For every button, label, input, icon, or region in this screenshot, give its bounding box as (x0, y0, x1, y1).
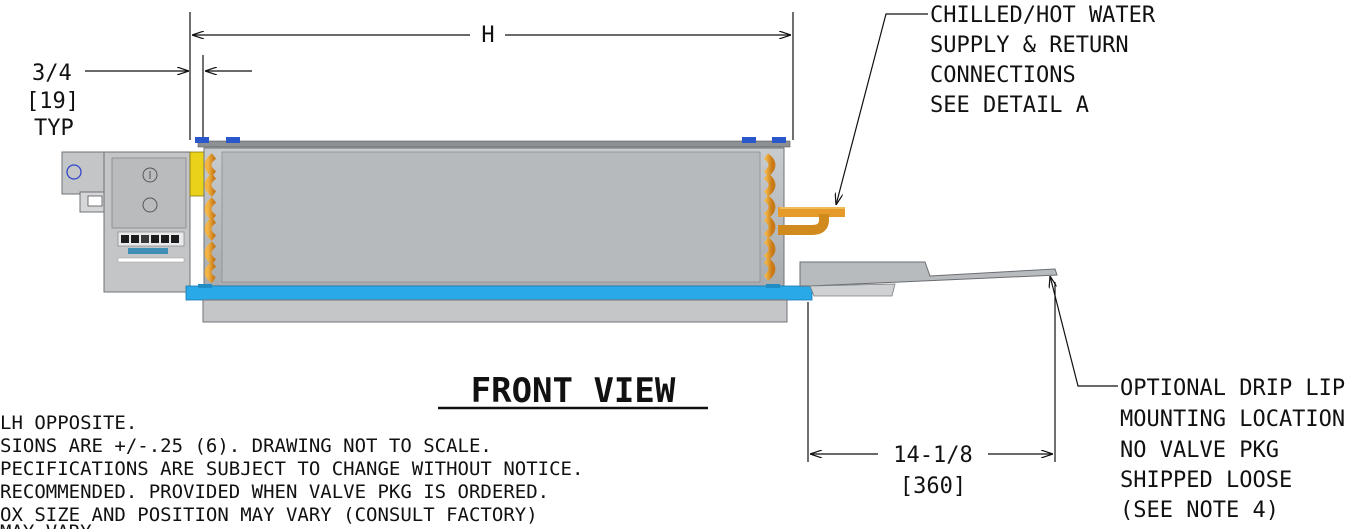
drip-lip-callout-line-3: NO VALVE PKG (1120, 438, 1279, 463)
drip-lip-dimension-label: 14-1/8 (893, 443, 972, 468)
water-callout-line-4: SEE DETAIL A (930, 93, 1089, 118)
view-title-text: FRONT VIEW (471, 371, 676, 411)
drip-lip-callout-line-5: (SEE NOTE 4) (1120, 498, 1279, 523)
drip-lip-callout-line-1: OPTIONAL DRIP LIP (1120, 376, 1345, 401)
h-dimension-label: H (481, 23, 494, 48)
note-line-5: OX SIZE AND POSITION MAY VARY (CONSULT F… (0, 504, 538, 526)
flange-dimension-label: 3/4 (32, 61, 72, 86)
water-callout: CHILLED/HOT WATER SUPPLY & RETURN CONNEC… (930, 3, 1156, 118)
note-line-3: PECIFICATIONS ARE SUBJECT TO CHANGE WITH… (0, 458, 583, 480)
drip-lip-callout-leader (1050, 276, 1118, 387)
flange-dimension-note: TYP (34, 116, 74, 141)
h-dimension: H (189, 12, 794, 140)
water-callout-line-3: CONNECTIONS (930, 63, 1076, 88)
drip-lip-callout: OPTIONAL DRIP LIP MOUNTING LOCATION NO V… (1120, 376, 1345, 523)
drip-lip-dimension: 14-1/8 [360] (807, 282, 1056, 499)
water-callout-line-2: SUPPLY & RETURN (930, 33, 1129, 58)
coil-bends-left (204, 153, 217, 284)
flange-dimension-mm: [19] (26, 89, 79, 114)
note-line-1: LH OPPOSITE. (0, 412, 137, 434)
water-callout-line-1: CHILLED/HOT WATER (930, 3, 1156, 28)
note-line-6: MAY VARY (0, 521, 92, 529)
notes-block: LH OPPOSITE. SIONS ARE +/-.25 (6). DRAWI… (0, 412, 583, 529)
coil-bends-right (763, 153, 776, 281)
view-title: FRONT VIEW (438, 371, 708, 411)
flange-dimension: 3/4 [19] TYP (26, 55, 252, 141)
drip-lip (799, 261, 1058, 297)
control-box (61, 151, 205, 293)
drain-pan (185, 284, 813, 323)
drip-lip-dimension-mm: [360] (900, 474, 966, 499)
water-connections (778, 207, 845, 235)
water-callout-leader (836, 13, 928, 205)
note-line-2: SIONS ARE +/-.25 (6). DRAWING NOT TO SCA… (0, 435, 492, 457)
note-line-4: RECOMMENDED. PROVIDED WHEN VALVE PKG IS … (0, 481, 549, 503)
drip-lip-callout-line-4: SHIPPED LOOSE (1120, 468, 1292, 493)
coil-body (195, 137, 791, 287)
drip-lip-callout-line-2: MOUNTING LOCATION (1120, 407, 1345, 432)
